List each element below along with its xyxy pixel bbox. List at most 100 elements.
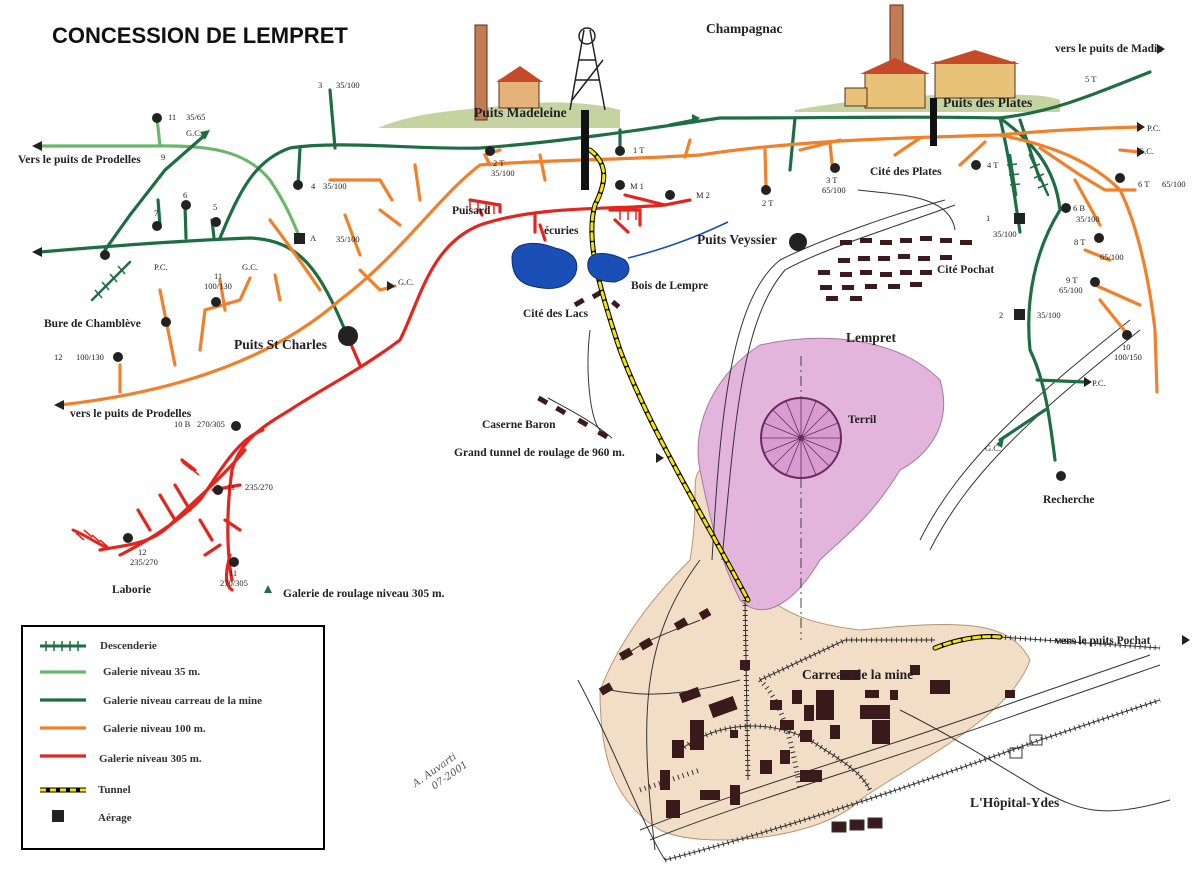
svg-text:270/305: 270/305 (220, 578, 248, 588)
svg-text:100/150: 100/150 (1114, 352, 1142, 362)
map-title: CONCESSION DE LEMPRET (52, 23, 348, 48)
legend: Descenderie Galerie niveau 35 m. Galerie… (21, 625, 325, 850)
roads (547, 189, 1171, 851)
svg-text:235/270: 235/270 (245, 482, 273, 492)
label-caserne-baron: Caserne Baron (482, 419, 556, 431)
grand-tunnel (587, 147, 1003, 651)
svg-text:11: 11 (229, 568, 237, 578)
label-carreau: Carreau de la mine (802, 667, 913, 682)
svg-text:M 1: M 1 (630, 181, 644, 191)
label-ecuries: écuries (544, 225, 579, 237)
lakes (511, 221, 729, 290)
label-vers-pochat: vers le puits Pochat (1055, 635, 1151, 647)
svg-text:12: 12 (138, 547, 147, 557)
svg-text:100/130: 100/130 (76, 352, 104, 362)
svg-text:7: 7 (154, 208, 158, 218)
svg-text:6 T: 6 T (1138, 179, 1150, 189)
label-vers-prodelles-bottom: vers le puits de Prodelles (70, 408, 192, 420)
svg-text:3: 3 (318, 80, 322, 90)
svg-text:235/270: 235/270 (130, 557, 158, 567)
svg-text:35/100: 35/100 (1076, 214, 1100, 224)
svg-text:35/100: 35/100 (336, 234, 360, 244)
svg-text:2 T: 2 T (493, 158, 505, 168)
svg-text:8 T: 8 T (1074, 237, 1086, 247)
svg-text:G.C.: G.C. (985, 443, 1001, 453)
arrow-heads-small (200, 114, 1004, 448)
legend-box (21, 625, 325, 850)
svg-text:65/100: 65/100 (1059, 285, 1083, 295)
svg-text:9 T: 9 T (1066, 275, 1078, 285)
svg-text:2: 2 (999, 310, 1003, 320)
svg-text:35/100: 35/100 (491, 168, 515, 178)
label-puits-madeleine: Puits Madeleine (474, 105, 567, 120)
legend-galerie-305-label: Galerie niveau 305 m. (99, 753, 202, 765)
legend-aerage-label: Aérage (98, 812, 132, 824)
galerie-305m (98, 193, 692, 592)
shaft-nodes (100, 113, 1132, 567)
aerage-squares (294, 213, 1025, 320)
svg-text:5 T: 5 T (1085, 74, 1097, 84)
svg-text:M 2: M 2 (696, 190, 710, 200)
label-recherche: Recherche (1043, 494, 1095, 506)
svg-text:35/100: 35/100 (993, 229, 1017, 239)
legend-galerie-carreau-label: Galerie niveau carreau de la mine (103, 695, 262, 707)
svg-text:10 B: 10 B (174, 419, 191, 429)
descenderies-ticks (94, 163, 1049, 299)
svg-text:11: 11 (214, 271, 222, 281)
svg-text:100/130: 100/130 (204, 281, 232, 291)
signature: A. Auvarti 07-2001 (410, 751, 470, 792)
label-vers-prodelles-top: Vers le puits de Prodelles (18, 154, 141, 166)
railway-lines (577, 599, 1161, 863)
svg-text:G.C.: G.C. (1138, 146, 1154, 156)
svg-text:11: 11 (227, 482, 235, 492)
label-puits-veyssier: Puits Veyssier (697, 232, 777, 247)
galerie-100m (58, 125, 1159, 407)
label-cite-pochat: Cité Pochat (937, 264, 994, 276)
legend-tunnel-label: Tunnel (98, 784, 131, 796)
legend-galerie-35-label: Galerie niveau 35 m. (103, 666, 200, 678)
label-grand-tunnel: Grand tunnel de roulage de 960 m. (454, 447, 625, 459)
svg-text:65/100: 65/100 (822, 185, 846, 195)
descenderie-laborie (71, 528, 110, 550)
svg-text:P.C.: P.C. (1092, 378, 1106, 388)
legend-descenderie-swatch (40, 641, 86, 651)
label-puits-plates: Puits des Plates (943, 95, 1032, 110)
shaft-madeleine (581, 110, 589, 190)
label-laborie: Laborie (112, 584, 151, 596)
svg-text:10: 10 (1122, 342, 1131, 352)
svg-text:4: 4 (311, 181, 316, 191)
terril-area (697, 337, 945, 610)
shaft-plates (930, 98, 937, 146)
puits-madeleine-sketch (378, 24, 620, 128)
svg-text:P.C.: P.C. (154, 262, 168, 272)
label-terril: Terril (848, 414, 876, 426)
svg-text:2 T: 2 T (762, 198, 774, 208)
terril-cone (760, 356, 842, 640)
legend-galerie-100-label: Galerie niveau 100 m. (103, 723, 206, 735)
svg-text:11: 11 (168, 112, 176, 122)
puits-des-plates-sketch (795, 4, 1060, 112)
svg-text:6 B: 6 B (1073, 203, 1085, 213)
svg-text:A: A (310, 233, 317, 243)
label-madic: vers le puits de Madic (1055, 43, 1162, 55)
svg-text:9: 9 (161, 152, 165, 162)
galerie-carreau (38, 70, 1152, 462)
svg-text:5: 5 (213, 202, 217, 212)
svg-text:35/100: 35/100 (323, 181, 347, 191)
svg-text:35/65: 35/65 (186, 112, 205, 122)
galerie-35m (38, 116, 302, 240)
svg-text:65/100: 65/100 (1100, 252, 1124, 262)
label-lempret: Lempret (846, 330, 896, 345)
label-hopital-ydes: L'Hôpital-Ydes (970, 795, 1059, 810)
label-puits-st-charles: Puits St Charles (234, 337, 327, 352)
svg-text:G.C.: G.C. (186, 128, 202, 138)
legend-descenderie-label: Descenderie (100, 640, 157, 652)
buildings (537, 236, 1015, 832)
label-cite-plates: Cité des Plates (870, 166, 942, 178)
svg-text:12: 12 (54, 352, 63, 362)
svg-text:1 T: 1 T (633, 145, 645, 155)
legend-aerage-swatch (52, 810, 64, 822)
shaft-labels: 11 35/65 G.C. 9 3 35/100 4 35/100 6 5 7 … (54, 74, 1186, 588)
label-champagnac: Champagnac (706, 21, 783, 36)
